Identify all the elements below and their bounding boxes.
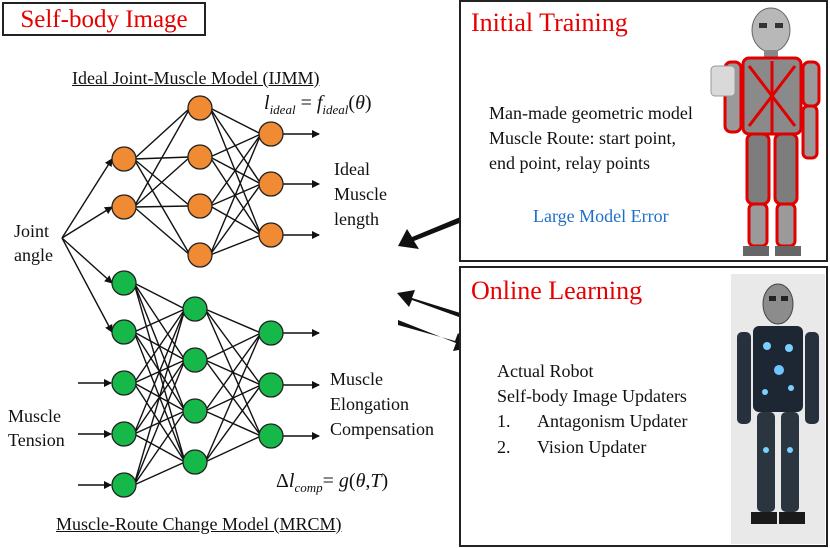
online-learning-panel: Online Learning Actual Robot Self-body I…	[459, 266, 828, 547]
mrcm-node	[258, 320, 284, 346]
network-edge	[133, 308, 186, 384]
joint-angle-input-arrow	[61, 237, 113, 333]
ijmm-node	[258, 222, 284, 248]
muscle-tension-line1: Muscle	[8, 406, 61, 426]
network-edge	[133, 156, 191, 208]
ijmm-node	[187, 144, 213, 170]
initial-training-title: Initial Training	[471, 8, 628, 37]
network-edge	[204, 435, 262, 463]
initial-training-panel: Initial Training Man-made geometric mode…	[459, 0, 828, 262]
network-edge	[133, 107, 191, 208]
joint-angle-line1: Joint	[14, 221, 50, 241]
ijmm-node	[258, 121, 284, 147]
network-edge	[209, 234, 262, 256]
updater-item-num-2: 2.	[497, 437, 511, 457]
ideal-output-line2: Muscle	[334, 184, 387, 204]
network-edge	[204, 308, 262, 334]
mrcm-node	[182, 296, 208, 322]
mrcm-node	[111, 319, 137, 345]
mrcm-node	[182, 398, 208, 424]
muscle-tension-line2: Tension	[8, 430, 65, 450]
large-model-error: Large Model Error	[533, 206, 669, 226]
joint-angle-input-arrow	[61, 237, 113, 284]
ideal-output-line1: Ideal	[334, 159, 370, 179]
ijmm-node	[111, 146, 137, 172]
network-edge	[204, 332, 262, 361]
network-edge	[133, 359, 186, 486]
mrcm-formula: Δlcomp= g(θ,T)	[276, 470, 389, 495]
ijmm-node	[187, 95, 213, 121]
network-arrows	[61, 130, 320, 489]
mrcm-output-line3: Compensation	[330, 419, 434, 439]
network-edge	[209, 133, 262, 158]
mrcm-label: Muscle-Route Change Model (MRCM)	[56, 514, 342, 534]
mrcm-output-line1: Muscle	[330, 369, 383, 389]
network-edge	[204, 332, 262, 463]
network-edge	[133, 308, 186, 435]
network-edge	[133, 461, 186, 486]
network-edge	[209, 107, 262, 236]
arrow-initial-to-ijmm	[398, 213, 472, 249]
mrcm-output-line2: Elongation	[330, 394, 409, 414]
network-edges	[133, 107, 262, 486]
network-edge	[133, 282, 186, 361]
initial-training-line3: end point, relay points	[489, 153, 650, 173]
network-edge	[133, 107, 191, 160]
mrcm-node	[182, 347, 208, 373]
initial-training-line2: Muscle Route: start point,	[489, 128, 676, 148]
big-arrows	[397, 213, 472, 351]
mrcm-node	[182, 449, 208, 475]
joint-angle-input-arrow	[61, 158, 113, 239]
network-edge	[133, 410, 186, 486]
network-edge	[133, 205, 191, 208]
network-edge	[133, 308, 186, 486]
ideal-output-line3: length	[334, 209, 379, 229]
joint-angle-line2: angle	[14, 245, 53, 265]
network-edge	[209, 133, 262, 256]
network-edge	[204, 384, 262, 463]
online-learning-title: Online Learning	[471, 276, 643, 305]
online-learning-line1: Actual Robot	[497, 361, 594, 381]
mrcm-node	[111, 421, 137, 447]
network-edge	[133, 282, 186, 310]
joint-angle-input-arrow	[61, 206, 113, 239]
updater-item-label-2: Vision Updater	[537, 437, 647, 457]
mrcm-node	[258, 372, 284, 398]
updater-item-num-1: 1.	[497, 411, 511, 431]
arrow-mrcm-to-online	[398, 320, 470, 351]
page-title: Self-body Image	[2, 2, 206, 36]
mrcm-node	[111, 472, 137, 498]
updater-item-label-1: Antagonism Updater	[537, 411, 688, 431]
network-edge	[133, 206, 191, 256]
arrow-online-to-mrcm	[397, 290, 470, 321]
online-learning-line2: Self-body Image Updaters	[497, 386, 687, 406]
network-edge	[209, 133, 262, 207]
mrcm-node	[111, 370, 137, 396]
network-edge	[209, 107, 262, 135]
actual-robot-photo	[731, 274, 825, 544]
ijmm-formula: lideal = fideal(θ)	[264, 92, 372, 117]
ijmm-node	[187, 193, 213, 219]
network-edge	[133, 308, 186, 333]
network-nodes	[111, 95, 284, 498]
ijmm-node	[258, 171, 284, 197]
ijmm-label: Ideal Joint-Muscle Model (IJMM)	[72, 68, 320, 88]
mrcm-node	[258, 423, 284, 449]
ijmm-node	[187, 242, 213, 268]
network-edge	[204, 332, 262, 412]
geometric-model-robot-image	[710, 7, 821, 256]
network-edge	[209, 183, 262, 256]
initial-training-line1: Man-made geometric model	[489, 103, 693, 123]
mrcm-node	[111, 270, 137, 296]
ijmm-node	[111, 194, 137, 220]
